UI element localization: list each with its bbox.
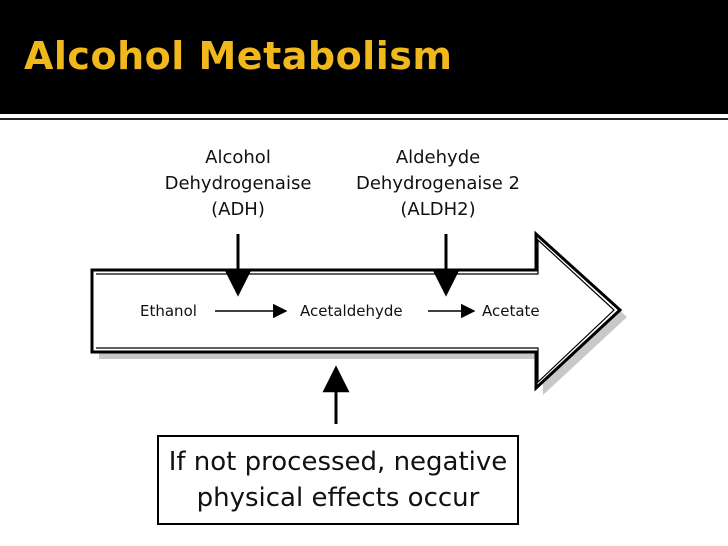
enzyme-adh-line-1: Alcohol <box>205 147 271 168</box>
note-line-2: physical effects occur <box>196 483 480 513</box>
enzyme-adh-line-2: Dehydrogenaise <box>164 173 312 194</box>
enzyme-aldh2-line-2: Dehydrogenaise 2 <box>355 173 520 194</box>
substrate-acetaldehyde: Acetaldehyde <box>300 302 403 320</box>
slide-title: Alcohol Metabolism <box>24 34 453 78</box>
title-bar: Alcohol Metabolism <box>0 0 728 114</box>
enzyme-aldh2-line-1: Aldehyde <box>395 147 481 168</box>
substrate-acetate: Acetate <box>482 302 540 320</box>
big-arrow-inner-line <box>96 238 615 384</box>
note-box: If not processed, negative physical effe… <box>157 435 519 525</box>
enzyme-adh-line-3: (ADH) <box>211 199 265 220</box>
title-divider <box>0 118 728 120</box>
enzyme-aldh2-line-3: (ALDH2) <box>400 199 476 220</box>
enzyme-label-aldh2: Aldehyde Dehydrogenaise 2 (ALDH2) <box>336 145 540 223</box>
substrate-ethanol: Ethanol <box>140 302 197 320</box>
big-arrow-outline <box>90 230 623 392</box>
enzyme-label-adh: Alcohol Dehydrogenaise (ADH) <box>148 145 328 223</box>
note-line-1: If not processed, negative <box>168 447 508 477</box>
